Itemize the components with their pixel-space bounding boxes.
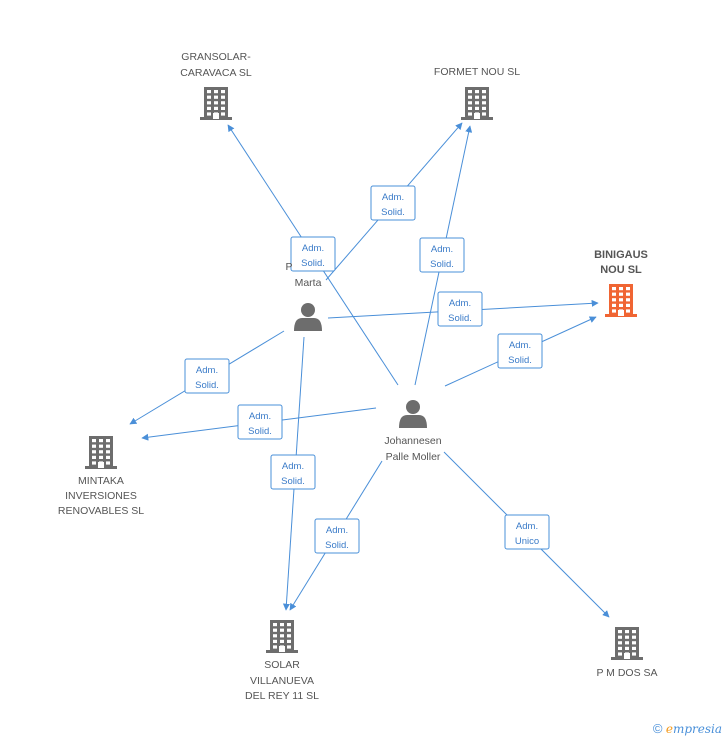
relation-label[interactable]: Adm. Solid.: [270, 454, 316, 490]
node-binigaus[interactable]: BINIGAUS NOU SL: [594, 249, 648, 317]
node-label: RENOVABLES SL: [58, 505, 144, 517]
relation-box: [314, 518, 360, 554]
node-label: P M DOS SA: [596, 667, 657, 679]
node-label: GRANSOLAR-: [181, 51, 251, 63]
relation-box: [237, 404, 283, 440]
node-label: P: [285, 261, 292, 273]
relation-text: Adm.: [249, 411, 271, 422]
building-icon: [611, 627, 643, 660]
brand-logo: empresia: [665, 722, 722, 736]
relation-text: Solid.: [248, 426, 272, 437]
node-label: NOU SL: [600, 264, 642, 276]
node-pmdos[interactable]: P M DOS SA: [596, 627, 658, 679]
node-gransolar[interactable]: GRANSOLAR- CARAVACA SL: [180, 51, 252, 120]
relation-text: Solid.: [448, 313, 472, 324]
relation-text: Adm.: [516, 521, 538, 532]
relation-text: Solid.: [508, 355, 532, 366]
relation-label[interactable]: Adm. Solid.: [184, 358, 230, 394]
node-label: CARAVACA SL: [180, 67, 252, 79]
relation-text: Adm.: [509, 340, 531, 351]
relation-text: Adm.: [196, 365, 218, 376]
relation-text: Adm.: [382, 192, 404, 203]
node-solar[interactable]: SOLAR VILLANUEVA DEL REY 11 SL: [245, 620, 319, 702]
building-icon: [605, 284, 637, 317]
relation-label[interactable]: Adm. Solid.: [437, 291, 483, 327]
relation-text: Solid.: [325, 540, 349, 551]
node-label: VILLANUEVA: [250, 675, 314, 687]
node-formet[interactable]: FORMET NOU SL: [434, 66, 520, 120]
relation-label[interactable]: Adm. Solid.: [290, 236, 336, 272]
building-icon: [85, 436, 117, 469]
relation-box: [184, 358, 230, 394]
relation-text: Solid.: [381, 207, 405, 218]
copyright-symbol: ©: [652, 721, 663, 736]
relation-box: [419, 237, 465, 273]
relation-label[interactable]: Adm. Solid.: [370, 185, 416, 221]
relation-text: Unico: [515, 536, 539, 547]
relation-text: Solid.: [281, 476, 305, 487]
relation-text: Adm.: [449, 298, 471, 309]
node-label: DEL REY 11 SL: [245, 690, 319, 702]
relation-box: [497, 333, 543, 369]
relation-label[interactable]: Adm. Solid.: [419, 237, 465, 273]
relation-text: Solid.: [301, 258, 325, 269]
relation-label[interactable]: Adm. Unico: [504, 514, 550, 550]
node-mintaka[interactable]: MINTAKA INVERSIONES RENOVABLES SL: [58, 436, 144, 517]
relation-text: Solid.: [195, 380, 219, 391]
relation-text: Adm.: [302, 243, 324, 254]
relation-label[interactable]: Adm. Solid.: [497, 333, 543, 369]
building-icon: [461, 87, 493, 120]
footer-brand: © empresia: [653, 721, 722, 736]
node-label: Johannesen: [384, 435, 441, 447]
relation-box: [370, 185, 416, 221]
relation-text: Adm.: [282, 461, 304, 472]
relation-box: [290, 236, 336, 272]
person-icon: [294, 303, 322, 331]
node-label: SOLAR: [264, 659, 300, 671]
building-icon: [200, 87, 232, 120]
relation-text: Solid.: [430, 259, 454, 270]
node-label: MINTAKA: [78, 475, 124, 487]
relation-label[interactable]: Adm. Solid.: [314, 518, 360, 554]
node-label: INVERSIONES: [65, 490, 137, 502]
relation-text: Adm.: [326, 525, 348, 536]
relation-box: [504, 514, 550, 550]
relation-text: Adm.: [431, 244, 453, 255]
person-icon: [399, 400, 427, 428]
relation-box: [437, 291, 483, 327]
relation-label[interactable]: Adm. Solid.: [237, 404, 283, 440]
node-label: FORMET NOU SL: [434, 66, 520, 78]
node-label: Palle Moller: [386, 451, 441, 463]
node-label: BINIGAUS: [594, 249, 648, 261]
building-icon: [266, 620, 298, 653]
relation-box: [270, 454, 316, 490]
node-label: Marta: [295, 277, 322, 289]
